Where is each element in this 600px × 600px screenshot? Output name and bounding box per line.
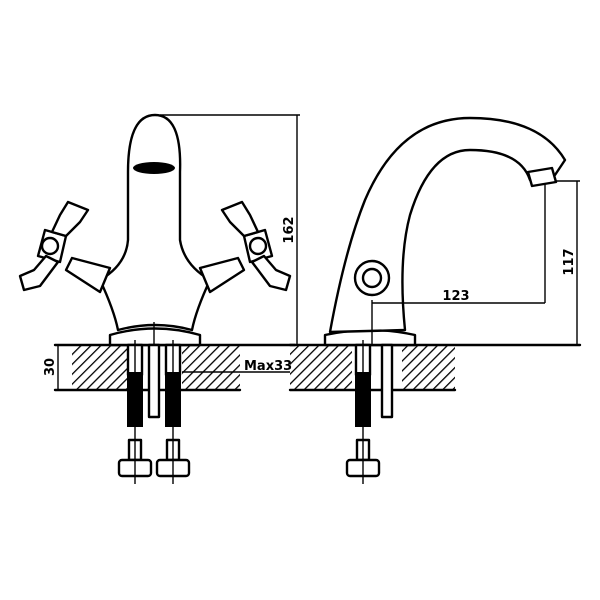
dimension-spout-reach: 123 xyxy=(372,183,546,304)
dim-123-label: 123 xyxy=(442,289,469,304)
cross-handle-left xyxy=(18,200,112,294)
faucet-side-view xyxy=(323,116,567,484)
dim-117-label: 117 xyxy=(562,248,577,275)
dim-162-label: 162 xyxy=(282,216,297,243)
dimension-spout-height: 117 xyxy=(556,180,580,345)
countertop-left xyxy=(53,343,297,392)
supply-hoses xyxy=(117,340,191,484)
countertop-right xyxy=(288,343,582,392)
dimension-deck-thickness: 30 xyxy=(43,345,59,390)
dim-30-label: 30 xyxy=(43,358,58,376)
faucet-front-view xyxy=(18,113,292,484)
dimension-overall-height: 162 xyxy=(160,114,300,345)
supply-hose-side xyxy=(345,340,394,484)
dim-max33-label: Max33 xyxy=(244,359,292,374)
cross-handle-right xyxy=(198,200,292,294)
